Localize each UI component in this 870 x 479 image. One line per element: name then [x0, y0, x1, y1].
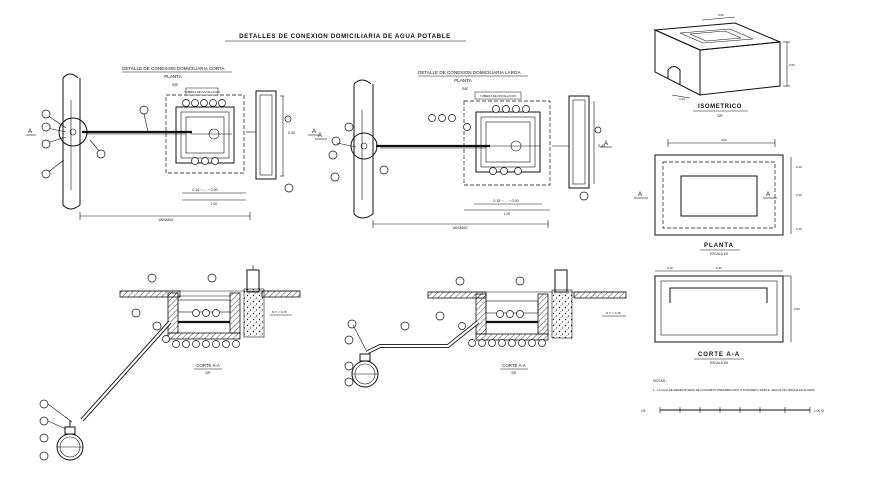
- plan-short-heading: DETALLE DE CONEXION DOMICILIARIA CORTA: [122, 66, 226, 71]
- scale-bar: 1/5 1.00 M: [641, 407, 824, 413]
- plan-long-section-marker-left: A: [318, 133, 322, 139]
- plan-short-box-tag: TUBERIA DE INSTALACION: [184, 90, 220, 94]
- notes-heading: NOTAS :: [653, 379, 667, 383]
- section-short: N.T. = 0.15 CORTE A-A S/E: [39, 265, 301, 461]
- isometric-scale: S/E: [717, 114, 723, 118]
- plan-long-callouts: [328, 105, 602, 201]
- corte-scale: ESCALA 1/5: [710, 361, 728, 365]
- scale-bar-left-label: 1/5: [641, 409, 646, 413]
- section-long-scale: S/E: [511, 371, 516, 375]
- plan-long-scale: S/E: [462, 87, 469, 91]
- isometric-heading: ISOMETRICO: [698, 104, 742, 110]
- svg-text:0.40: 0.40: [288, 131, 295, 135]
- plan-long-subheading: PLANTA: [454, 78, 472, 83]
- plan-short-section-marker-right: A: [312, 129, 316, 135]
- main-pipe-middle: [353, 79, 374, 219]
- section-short-scale: S/E: [205, 371, 210, 375]
- svg-text:VARIABLE: VARIABLE: [452, 226, 467, 230]
- planta-box: 0.60 0.40 0.10 0.10 A A PLANTA ESCALA 1/…: [634, 138, 802, 256]
- corte-heading: CORTE A-A: [698, 352, 740, 358]
- plan-short-callouts: [41, 99, 294, 193]
- plan-short-bottom-dims: 0.15 ¬ ... ¬ 0.00: [192, 188, 217, 192]
- svg-text:1.00: 1.00: [211, 202, 217, 206]
- isometric-box: 0.60 0.60 0.40 ISOMETRICO S/E: [653, 13, 795, 118]
- svg-text:0.10: 0.10: [796, 165, 802, 169]
- svg-text:0.60: 0.60: [794, 307, 800, 311]
- planta-marker-left: A: [638, 192, 642, 198]
- planta-scale: ESCALA 1/5: [710, 252, 728, 256]
- svg-text:0.10: 0.10: [796, 227, 802, 231]
- section-short-heading: CORTE A-A: [196, 363, 220, 368]
- svg-text:1.00: 1.00: [504, 212, 510, 216]
- svg-text:0.40: 0.40: [679, 97, 685, 101]
- svg-text:0.60: 0.60: [789, 63, 795, 67]
- svg-text:0.40: 0.40: [716, 266, 722, 270]
- svg-text:0.10: 0.10: [667, 266, 673, 270]
- section-short-tag: N.T. = 0.15: [272, 310, 287, 314]
- planta-heading: PLANTA: [704, 243, 734, 249]
- plan-short-scale: S/E: [172, 83, 179, 87]
- plan-long-box-tag: TUBERIA DE INSTALACION: [480, 94, 516, 98]
- planta-marker-right: A: [766, 192, 770, 198]
- scale-bar-right-label: 1.00 M: [814, 409, 824, 413]
- svg-text:0.40: 0.40: [598, 144, 605, 148]
- plan-short-subheading: PLANTA: [164, 74, 182, 79]
- svg-text:0.40: 0.40: [796, 193, 802, 197]
- sheet-title: DETALLES DE CONEXION DOMICILIARIA DE AGU…: [239, 33, 451, 40]
- section-long-heading: CORTE A-A: [502, 363, 526, 368]
- main-pipe-left: [62, 73, 81, 210]
- corte-box: 0.10 0.40 0.60 CORTE A-A ESCALA 1/5: [654, 266, 800, 365]
- section-long: N.T. = 0.15 CORTE A-A S/E: [344, 269, 627, 388]
- svg-text:0.60: 0.60: [721, 138, 727, 142]
- svg-text:VARIABLE: VARIABLE: [158, 218, 173, 222]
- section-short-callouts: [39, 273, 240, 461]
- notes-block: NOTAS : 1.- LA CAJA DE MEDIDOR SERA DE C…: [653, 379, 815, 392]
- plan-long-section-marker-right: A: [604, 141, 608, 147]
- plan-long-bottom-dims: 0.15 ¬ ... ¬ 0.00: [493, 199, 518, 203]
- section-long-callouts: [344, 276, 546, 387]
- notes-line-1: 1.- LA CAJA DE MEDIDOR SERA DE CONCRETO …: [653, 388, 815, 392]
- plan-short-section-marker-left: A: [28, 129, 32, 135]
- svg-text:0.60: 0.60: [718, 13, 724, 17]
- plan-long-heading: DETALLE DE CONEXION DOMICILIARIA LARGA: [418, 70, 521, 75]
- plan-long-connection: DETALLE DE CONEXION DOMICILIARIA LARGA P…: [315, 70, 612, 230]
- plan-short-connection: DETALLE DE CONEXION DOMICILIARIA CORTA P…: [26, 66, 320, 222]
- section-long-tag: N.T. = 0.15: [606, 311, 621, 315]
